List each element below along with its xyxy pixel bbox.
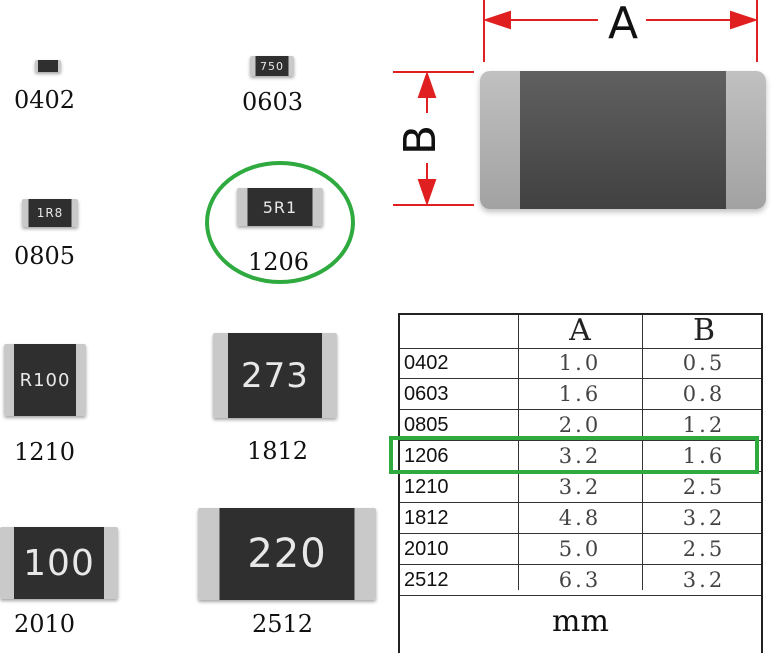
table-cell-size: 0402: [404, 351, 449, 374]
chip-2512: 220: [198, 508, 376, 600]
table-header-a: A: [569, 313, 591, 348]
size-table: A B 0402 1.0 0.5 0603 1.6 0.8 0805 2.0 1…: [398, 313, 763, 653]
chip-size-label: 0805: [14, 242, 76, 270]
table-cell-b: 3.2: [682, 568, 726, 592]
table-row: 2010 5.0 2.5: [400, 534, 761, 565]
table-cell-b: 0.8: [682, 382, 726, 406]
chip-dimension-illustration: [480, 71, 766, 209]
table-row: 1812 4.8 3.2: [400, 503, 761, 534]
table-cell-b: 3.2: [682, 506, 726, 530]
table-row: 0805 2.0 1.2: [400, 410, 761, 441]
dimension-b-label: B: [395, 124, 447, 156]
chip-marking: 750: [260, 59, 284, 73]
b-arrowhead-top: [417, 70, 437, 98]
table-column-divider: [518, 315, 519, 590]
table-cell-size: 2010: [404, 537, 449, 560]
table-cell-a: 2.0: [558, 413, 602, 437]
table-cell-b: 2.5: [682, 537, 726, 561]
table-cell-b: 1.2: [682, 413, 726, 437]
table-column-divider: [642, 315, 643, 590]
table-cell-a: 3.2: [558, 444, 602, 468]
chip-0402: [35, 60, 61, 72]
chip-marking: 1R8: [36, 206, 64, 220]
highlight-row-box: [389, 436, 759, 474]
table-cell-a: 1.6: [558, 382, 602, 406]
unit-label: mm: [552, 604, 609, 639]
table-cell-size: 0603: [404, 382, 449, 405]
chip-2010: 100: [0, 527, 118, 599]
table-cell-b: 2.5: [682, 475, 726, 499]
table-row: 0402 1.0 0.5: [400, 348, 761, 379]
table-cell-size: 0805: [404, 413, 449, 436]
chip-marking: R100: [19, 369, 71, 391]
chip-marking: 273: [241, 355, 309, 396]
b-arrowhead-bottom: [417, 179, 437, 207]
table-row: 1210 3.2 2.5: [400, 472, 761, 503]
table-cell-size: 2512: [404, 568, 449, 591]
table-cell-size: 1210: [404, 475, 449, 498]
table-cell-b: 0.5: [682, 351, 726, 375]
chip-0603: 750: [250, 56, 294, 76]
chip-0805: 1R8: [22, 199, 78, 227]
table-cell-a: 4.8: [558, 506, 602, 530]
chip-size-label: 1812: [247, 437, 309, 465]
dimension-a-label: A: [608, 0, 639, 49]
table-cell-a: 6.3: [558, 568, 602, 592]
a-arrowhead-left: [482, 10, 511, 30]
a-arrowhead-right: [730, 10, 759, 30]
table-cell-a: 1.0: [558, 351, 602, 375]
table-row: 0603 1.6 0.8: [400, 379, 761, 410]
table-cell-b: 1.6: [682, 444, 726, 468]
highlight-circle: [205, 161, 355, 284]
chip-marking: 220: [247, 531, 327, 577]
chip-size-label: 2512: [252, 610, 314, 638]
chip-marking: 100: [23, 542, 95, 584]
table-header-b: B: [692, 313, 716, 348]
chip-size-label: 0402: [14, 86, 76, 114]
table-cell-size: 1206: [404, 444, 449, 467]
table-header-row: A B: [400, 313, 761, 349]
chip-size-label: 0603: [242, 88, 304, 116]
table-row: 2512 6.3 3.2: [400, 565, 761, 596]
chip-size-label: 1210: [14, 438, 76, 466]
table-cell-a: 3.2: [558, 475, 602, 499]
table-cell-a: 5.0: [558, 537, 602, 561]
chip-1812: 273: [213, 333, 337, 418]
chip-1210: R100: [4, 344, 86, 416]
chip-size-label: 2010: [14, 610, 76, 638]
table-cell-size: 1812: [404, 506, 449, 529]
